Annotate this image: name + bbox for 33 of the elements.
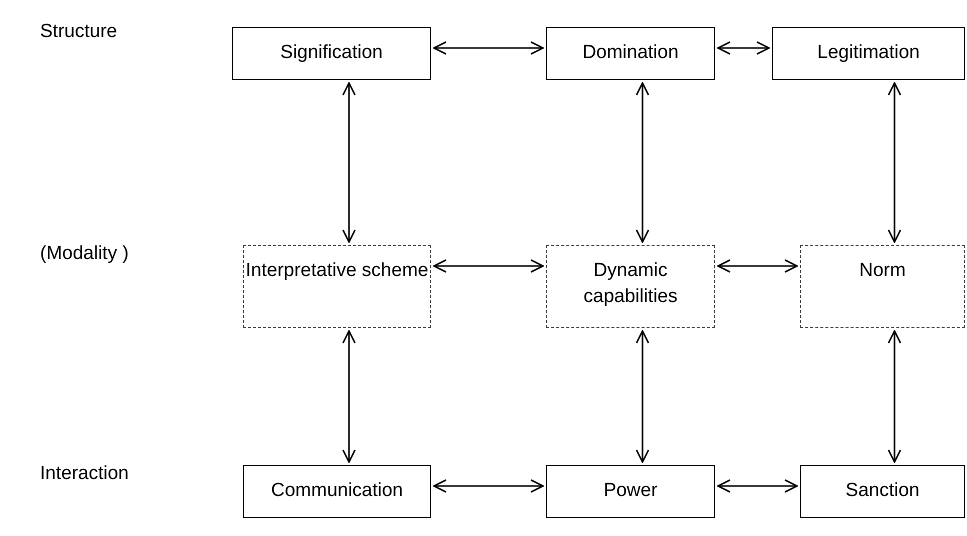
box-label: Interpretative scheme	[244, 259, 430, 283]
double-arrow	[717, 41, 770, 55]
double-arrow	[342, 330, 356, 463]
process-box	[800, 465, 965, 518]
box-label: Communication	[270, 479, 404, 503]
process-box	[546, 465, 715, 518]
box-label: Power	[602, 479, 658, 503]
double-arrow	[636, 330, 650, 463]
box-label: Signification	[279, 41, 384, 65]
process-box	[232, 27, 431, 80]
double-arrow	[888, 82, 902, 243]
box-label: Norm	[858, 259, 907, 283]
double-arrow	[433, 259, 544, 273]
double-arrow	[888, 330, 902, 463]
box-label: Legitimation	[816, 41, 921, 65]
box-label: Sanction	[844, 479, 920, 503]
row-label: Interaction	[40, 463, 129, 485]
box-label: Domination	[581, 41, 680, 65]
double-arrow	[636, 82, 650, 243]
dashed-box	[546, 245, 715, 328]
process-box	[243, 465, 431, 518]
double-arrow	[717, 479, 798, 493]
double-arrow	[433, 479, 544, 493]
row-label: (Modality )	[40, 243, 129, 265]
double-arrow	[717, 259, 798, 273]
dashed-box	[800, 245, 965, 328]
box-label: Dynamic capabilities	[582, 259, 678, 309]
process-box	[772, 27, 965, 80]
double-arrow	[342, 82, 356, 243]
double-arrow	[433, 41, 544, 55]
row-label: Structure	[40, 21, 118, 43]
dashed-box	[243, 245, 431, 328]
process-box	[546, 27, 715, 80]
